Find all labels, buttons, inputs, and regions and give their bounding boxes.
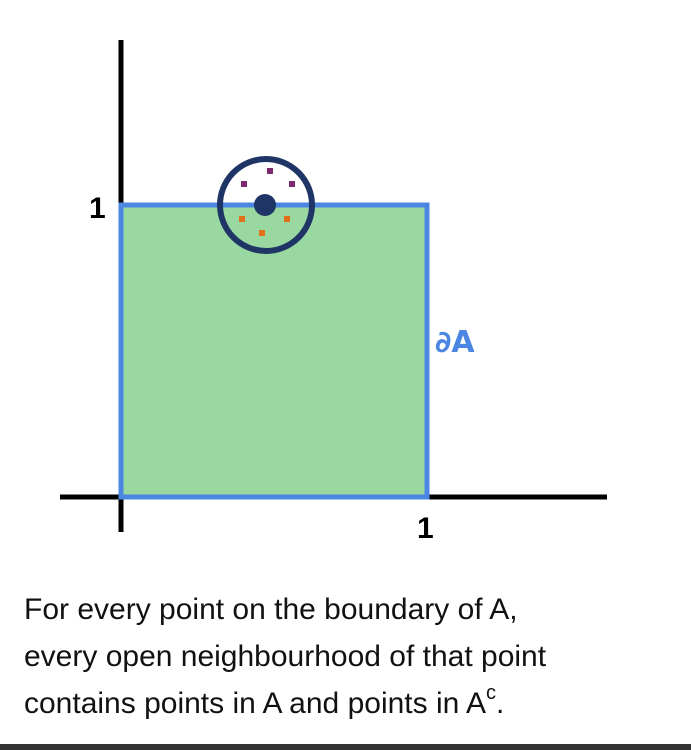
caption-line-3-text: contains points in A and points in A: [24, 687, 486, 720]
neighbourhood-circle: [217, 156, 315, 254]
caption-line-3-end: .: [496, 687, 505, 720]
caption-line-1: For every point on the boundary of A,: [24, 593, 518, 626]
point-outside: [241, 181, 247, 187]
complement-superscript: c: [486, 682, 496, 704]
bottom-rule: [0, 744, 691, 750]
region-a: [118, 202, 430, 500]
neighbourhood-outside: [220, 159, 312, 205]
boundary-label: ∂A: [435, 325, 475, 360]
point-outside: [267, 168, 273, 174]
boundary-diagram: 1 1 ∂A: [60, 40, 607, 545]
point-outside: [289, 181, 295, 187]
point-inside: [259, 230, 265, 236]
point-inside: [284, 216, 290, 222]
boundary-point: [254, 194, 276, 216]
caption-line-3: contains points in A and points in Ac.: [24, 680, 684, 727]
caption: For every point on the boundary of A, ev…: [24, 586, 684, 727]
caption-line-2: every open neighbourhood of that point: [24, 640, 547, 673]
x-tick-label: 1: [417, 512, 434, 545]
point-inside: [239, 216, 245, 222]
y-tick-label: 1: [89, 192, 106, 225]
